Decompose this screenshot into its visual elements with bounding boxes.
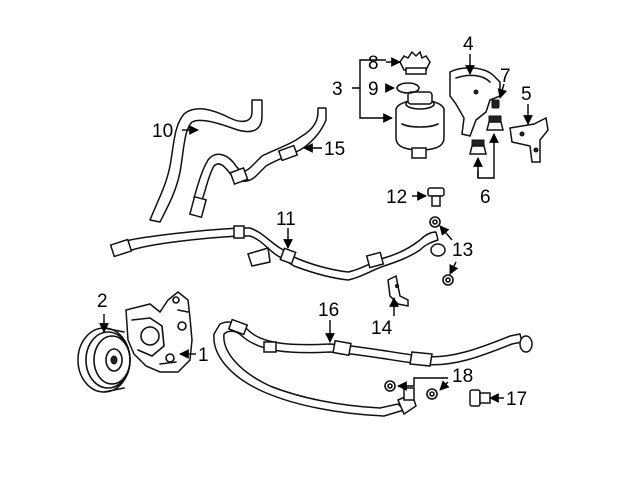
- callout-5: 5: [521, 84, 532, 105]
- bolt-part-12: [427, 187, 445, 207]
- callout-labels: 1 2 3 4 5 6 7 8 9 10 11 12 13 14 15 16 1…: [97, 34, 532, 410]
- seal-part-18: [384, 380, 438, 400]
- callout-1: 1: [198, 345, 209, 366]
- bracket-part-5: [509, 116, 549, 163]
- callout-12: 12: [386, 187, 407, 208]
- nut-part-7: [491, 99, 500, 109]
- callout-16: 16: [318, 300, 339, 321]
- callout-6: 6: [480, 187, 491, 208]
- callout-13: 13: [452, 240, 473, 261]
- banjo-bolt-part-17: [469, 389, 491, 407]
- callout-7: 7: [500, 66, 511, 87]
- callout-4: 4: [463, 34, 474, 55]
- power-steering-pump-part-1: [125, 291, 193, 373]
- return-hose-part-10: [149, 99, 263, 223]
- callout-10: 10: [152, 121, 173, 142]
- callout-17: 17: [506, 389, 527, 410]
- callout-11: 11: [276, 209, 296, 230]
- callout-18: 18: [452, 366, 473, 387]
- callout-2: 2: [97, 291, 108, 312]
- reservoir-bracket-part-4: [449, 67, 501, 137]
- fluid-reservoir-part-3: [395, 91, 445, 159]
- callout-8: 8: [368, 53, 379, 74]
- return-line-part-11: [109, 225, 446, 281]
- pressure-hose-part-15: [188, 107, 327, 219]
- pressure-line-part-16: [213, 318, 533, 417]
- callout-3: 3: [332, 79, 343, 100]
- callout-14: 14: [371, 318, 393, 339]
- callout-15: 15: [324, 139, 345, 160]
- seal-part-13: [429, 216, 454, 286]
- callout-9: 9: [368, 79, 379, 100]
- o-ring-part-9: [396, 82, 420, 94]
- grommet-part-6: [469, 115, 504, 155]
- reservoir-cap-part-8: [399, 50, 431, 75]
- pulley-part-2: [77, 327, 131, 393]
- clamp-part-14: [387, 274, 409, 307]
- leader-lines: [99, 54, 533, 403]
